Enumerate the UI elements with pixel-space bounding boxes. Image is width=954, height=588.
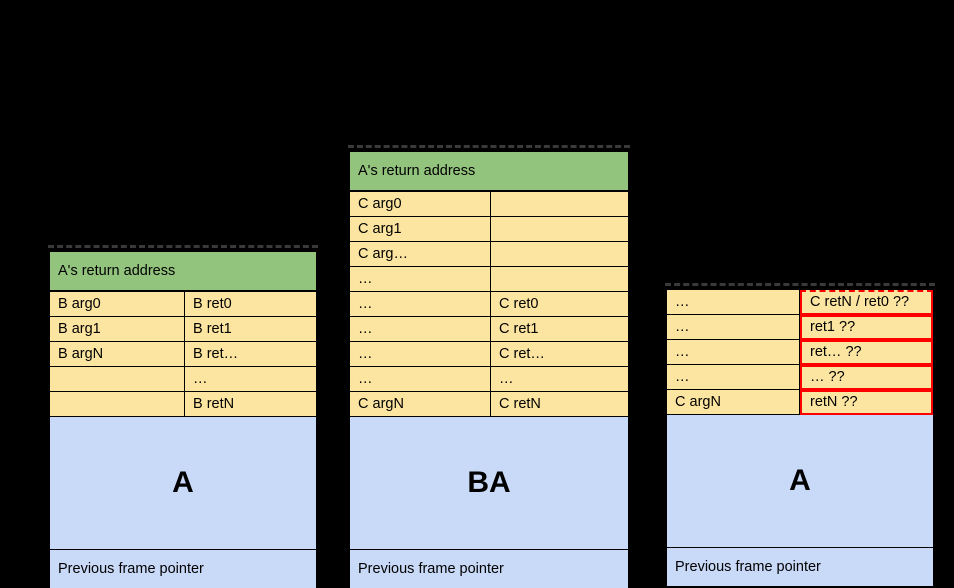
left-arg-cell-2: B argN [50, 342, 185, 367]
middle-frame-body: BA [350, 417, 628, 550]
left-return-address-label: A's return address [58, 263, 176, 279]
table-row: C argN retN ?? [667, 390, 933, 415]
left-frame-label: A [172, 466, 194, 499]
middle-arg-cell-5: … [350, 317, 491, 342]
left-return-address-header: A's return address [50, 252, 316, 292]
middle-ret-cell-8: C retN [491, 392, 628, 417]
left-arg-cell-4 [50, 392, 185, 417]
table-row: B arg1 B ret1 [50, 317, 316, 342]
right-ret-cell-1: ret1 ?? [800, 315, 933, 340]
left-ret-cell-0: B ret0 [185, 292, 316, 317]
left-frame-body: A [50, 417, 316, 550]
middle-ret-cell-7: … [491, 367, 628, 392]
right-arg-cell-0: … [667, 290, 800, 315]
middle-arg-cell-1: C arg1 [350, 217, 491, 242]
table-row: … C ret1 [350, 317, 628, 342]
middle-frame-label: BA [467, 466, 511, 499]
right-ret-cell-2: ret… ?? [800, 340, 933, 365]
table-row: … C retN / ret0 ?? [667, 290, 933, 315]
middle-arg-cell-4: … [350, 292, 491, 317]
table-row: C arg0 [350, 192, 628, 217]
table-row: … … [350, 367, 628, 392]
middle-ret-cell-6: C ret… [491, 342, 628, 367]
right-previous-frame-pointer: Previous frame pointer [667, 548, 933, 586]
right-frame-body: A [667, 415, 933, 548]
middle-return-address-label: A's return address [358, 163, 476, 179]
right-ret-cell-4: retN ?? [800, 390, 933, 415]
right-arg-cell-2: … [667, 340, 800, 365]
left-previous-frame-pointer: Previous frame pointer [50, 550, 316, 588]
table-row: … C ret… [350, 342, 628, 367]
left-ret-cell-2: B ret… [185, 342, 316, 367]
middle-return-address-header: A's return address [350, 152, 628, 192]
left-arg-cell-3 [50, 367, 185, 392]
middle-ret-cell-3 [491, 267, 628, 292]
left-arg-cell-1: B arg1 [50, 317, 185, 342]
left-previous-frame-pointer-label: Previous frame pointer [58, 561, 204, 577]
middle-ret-cell-2 [491, 242, 628, 267]
table-row: B argN B ret… [50, 342, 316, 367]
table-row: C arg1 [350, 217, 628, 242]
right-arg-cell-4: C argN [667, 390, 800, 415]
stack-diagram-middle: A's return address C arg0 C arg1 C arg… … [348, 145, 630, 588]
stack-diagram-right: … C retN / ret0 ?? … ret1 ?? … ret… ?? …… [665, 283, 935, 588]
table-row: … … ?? [667, 365, 933, 390]
table-row: … [50, 367, 316, 392]
right-ret-cell-0: C retN / ret0 ?? [800, 290, 933, 315]
middle-arg-cell-7: … [350, 367, 491, 392]
table-row: B retN [50, 392, 316, 417]
middle-arg-cell-8: C argN [350, 392, 491, 417]
table-row: … ret1 ?? [667, 315, 933, 340]
middle-previous-frame-pointer: Previous frame pointer [350, 550, 628, 588]
left-ret-cell-4: B retN [185, 392, 316, 417]
right-ret-cell-3: … ?? [800, 365, 933, 390]
middle-ret-cell-0 [491, 192, 628, 217]
middle-arg-cell-0: C arg0 [350, 192, 491, 217]
table-row: C argN C retN [350, 392, 628, 417]
table-row: B arg0 B ret0 [50, 292, 316, 317]
left-ret-cell-3: … [185, 367, 316, 392]
right-frame-label: A [789, 464, 811, 497]
middle-ret-cell-1 [491, 217, 628, 242]
middle-arg-cell-3: … [350, 267, 491, 292]
middle-previous-frame-pointer-label: Previous frame pointer [358, 561, 504, 577]
left-arg-cell-0: B arg0 [50, 292, 185, 317]
stack-diagram-left: A's return address B arg0 B ret0 B arg1 … [48, 245, 318, 588]
table-row: … ret… ?? [667, 340, 933, 365]
right-arg-cell-1: … [667, 315, 800, 340]
right-arg-cell-3: … [667, 365, 800, 390]
table-row: … [350, 267, 628, 292]
middle-ret-cell-5: C ret1 [491, 317, 628, 342]
table-row: C arg… [350, 242, 628, 267]
middle-arg-cell-2: C arg… [350, 242, 491, 267]
right-previous-frame-pointer-label: Previous frame pointer [675, 559, 821, 575]
table-row: … C ret0 [350, 292, 628, 317]
middle-ret-cell-4: C ret0 [491, 292, 628, 317]
middle-arg-cell-6: … [350, 342, 491, 367]
left-ret-cell-1: B ret1 [185, 317, 316, 342]
